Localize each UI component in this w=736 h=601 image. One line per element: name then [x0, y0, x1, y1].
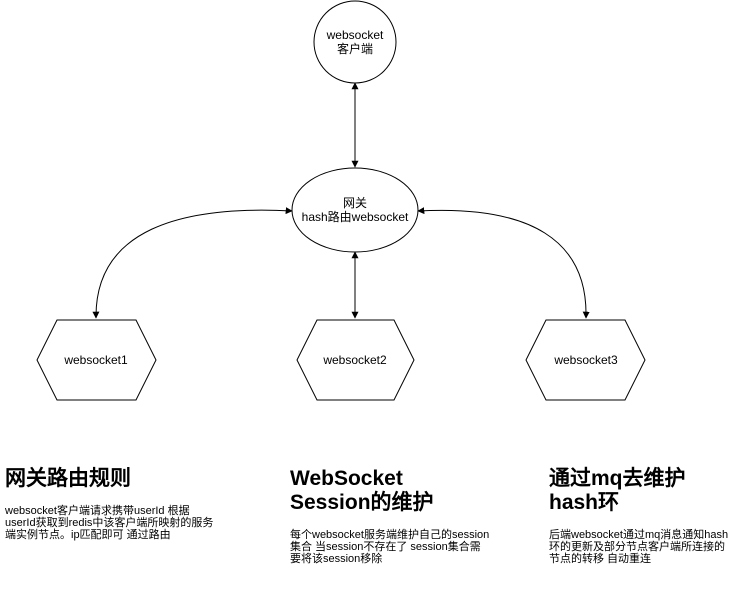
- websocket1-label: websocket1: [63, 353, 128, 367]
- edge-gateway-ws1: [92, 207, 293, 319]
- section-session-maintenance-title: WebSocket Session的维护: [290, 467, 434, 514]
- websocket1-node[interactable]: websocket1: [36, 319, 157, 401]
- gateway-label-line2: hash路由websocket: [302, 209, 409, 224]
- websocket2-node[interactable]: websocket2: [296, 319, 415, 401]
- client-label-line2: 客户端: [337, 41, 373, 56]
- client-label-line1: websocket: [326, 28, 384, 42]
- section-gateway-routing: 网关路由规则 websocket客户端请求携带userId 根据userId获取…: [5, 467, 220, 541]
- section-hash-ring-body: 后端websocket通过mq消息通知hash环的更新及部分节点客户端所连接的节…: [549, 529, 729, 565]
- gateway-node[interactable]: 网关 hash路由websocket: [291, 167, 419, 253]
- section-hash-ring-title: 通过mq去维护 hash环: [549, 467, 686, 514]
- section-session-maintenance: WebSocket Session的维护 每个websocket服务端维护自己的…: [290, 467, 490, 565]
- websocket2-label: websocket2: [322, 353, 387, 367]
- client-node[interactable]: websocket 客户端: [313, 0, 397, 84]
- section-gateway-routing-body: websocket客户端请求携带userId 根据userId获取到redis中…: [5, 505, 214, 541]
- websocket3-node[interactable]: websocket3: [525, 319, 646, 401]
- websocket3-label: websocket3: [553, 353, 618, 367]
- section-gateway-routing-title: 网关路由规则: [5, 467, 131, 490]
- section-session-maintenance-body: 每个websocket服务端维护自己的session 集合 当session不存…: [290, 529, 490, 565]
- edge-gateway-ws3: [417, 207, 590, 319]
- gateway-label-line1: 网关: [343, 196, 367, 210]
- section-hash-ring: 通过mq去维护 hash环 后端websocket通过mq消息通知hash环的更…: [549, 467, 734, 565]
